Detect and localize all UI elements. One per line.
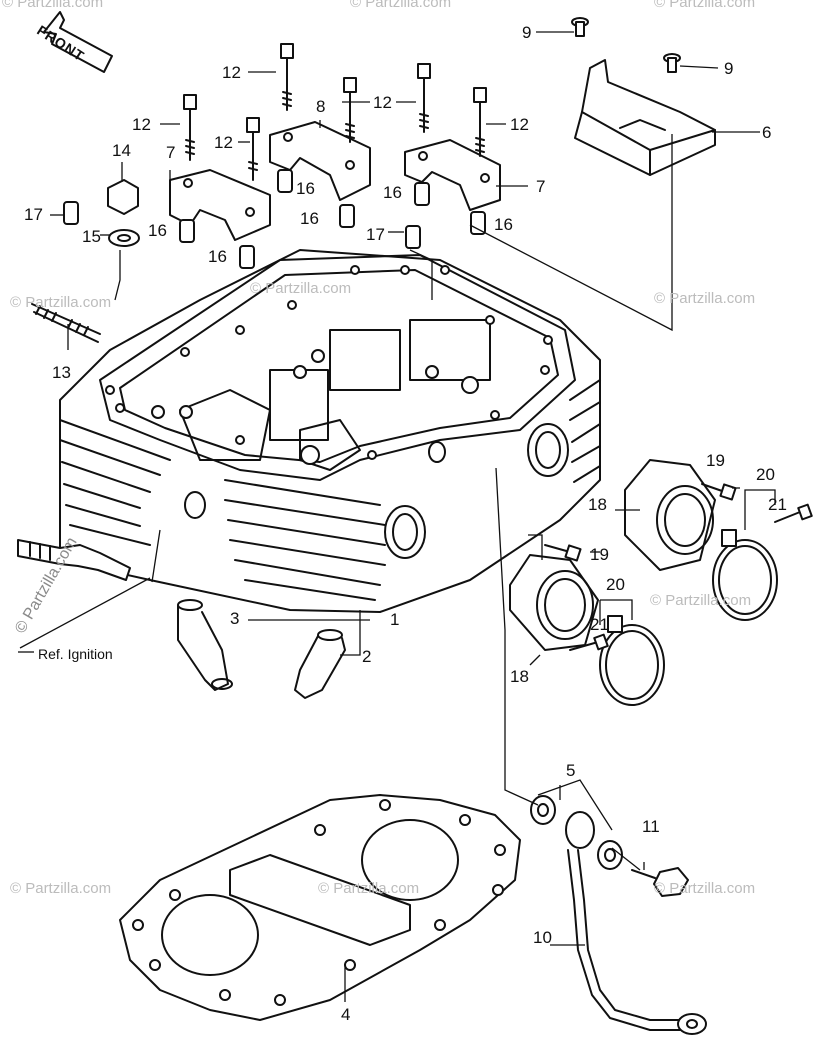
- callout-6: 6: [762, 123, 772, 142]
- callout-9a: 9: [522, 23, 532, 42]
- callout-12c: 12: [214, 133, 233, 152]
- callout-19a: 19: [706, 451, 725, 470]
- callout-13: 13: [52, 363, 71, 382]
- callout-12e: 12: [510, 115, 529, 134]
- screw-icons: [571, 17, 681, 73]
- oil-pipe-icon: [567, 849, 707, 1035]
- watermark-center-1: © Partzilla.com: [250, 280, 352, 297]
- callout-17b: 17: [366, 225, 385, 244]
- cylinder-head-icon: [59, 249, 601, 613]
- banjo-fitting-icon: [530, 795, 623, 870]
- intake-holder-rear-icon: [624, 459, 716, 571]
- reference-note: Ref. Ignition: [38, 646, 113, 662]
- callout-12b: 12: [132, 115, 151, 134]
- callout-11: 11: [642, 817, 660, 836]
- watermark-top-center: © Partzilla.com: [350, 0, 452, 11]
- dowel-pin-icons: [63, 169, 486, 269]
- callout-17a: 17: [24, 205, 43, 224]
- watermark-left-2: © Partzilla.com: [10, 880, 112, 897]
- watermark-top-right: © Partzilla.com: [654, 0, 756, 11]
- callout-3: 3: [230, 609, 240, 628]
- callout-16a: 16: [148, 221, 167, 240]
- callout-9b: 9: [724, 59, 734, 78]
- callout-1: 1: [390, 610, 400, 629]
- callout-7b: 7: [536, 177, 546, 196]
- watermark-right-1: © Partzilla.com: [654, 290, 756, 307]
- callout-15: 15: [82, 227, 101, 246]
- holder-screw-icons: [544, 483, 813, 651]
- valve-guide-right-icon: [294, 629, 346, 699]
- callout-2: 2: [362, 647, 372, 666]
- watermark-right-3: © Partzilla.com: [654, 880, 756, 897]
- callout-16c: 16: [296, 179, 315, 198]
- callout-16b: 16: [208, 247, 227, 266]
- callout-20a: 20: [756, 465, 775, 484]
- washer-icon: [108, 229, 140, 247]
- nut-icon: [107, 179, 139, 215]
- callout-10: 10: [533, 928, 552, 947]
- camshaft-cap-center-icon: [269, 121, 371, 201]
- callout-8: 8: [316, 97, 326, 116]
- callout-18b: 18: [510, 667, 529, 686]
- callout-16e: 16: [383, 183, 402, 202]
- callout-7a: 7: [166, 143, 176, 162]
- callout-21b: 21: [590, 615, 609, 634]
- callout-16d: 16: [300, 209, 319, 228]
- watermark-left-1: © Partzilla.com: [10, 294, 112, 311]
- callout-5: 5: [566, 761, 576, 780]
- front-arrow-icon: [43, 11, 113, 73]
- cap-bolt-icons: [183, 43, 487, 181]
- callout-12d: 12: [373, 93, 392, 112]
- callout-4: 4: [341, 1005, 351, 1024]
- callout-20b: 20: [606, 575, 625, 594]
- banjo-bolt-icon: [631, 867, 689, 897]
- callout-18a: 18: [588, 495, 607, 514]
- valve-guide-left-icon: [177, 599, 233, 691]
- watermark-right-2: © Partzilla.com: [650, 592, 752, 609]
- leader-lines: [18, 31, 776, 1002]
- head-gasket-icon: [119, 794, 521, 1021]
- watermark-center-2: © Partzilla.com: [318, 880, 420, 897]
- callout-14: 14: [112, 141, 131, 160]
- spark-plug-icon: [17, 539, 131, 581]
- callout-19b: 19: [590, 545, 609, 564]
- camshaft-cap-right-icon: [404, 139, 501, 211]
- callout-16f: 16: [494, 215, 513, 234]
- callout-21a: 21: [768, 495, 787, 514]
- cover-plate-icon: [574, 59, 716, 176]
- watermark-top-left: © Partzilla.com: [2, 0, 104, 11]
- hose-clamp-rear-icon: [712, 529, 778, 621]
- stud-bolt-icon: [31, 303, 101, 343]
- callout-12a: 12: [222, 63, 241, 82]
- hose-clamp-front-icon: [599, 615, 665, 706]
- intake-holder-front-icon: [509, 554, 599, 651]
